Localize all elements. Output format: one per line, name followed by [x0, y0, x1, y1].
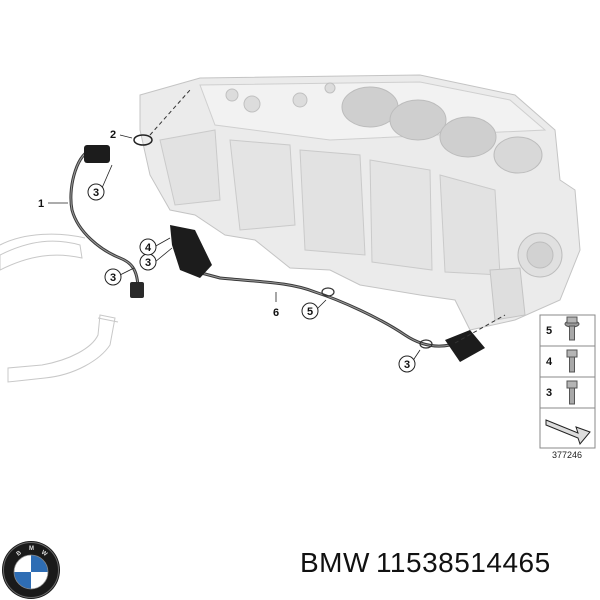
coolant-hoses [0, 233, 119, 383]
svg-text:3: 3 [145, 257, 151, 269]
bolt-icon [566, 380, 578, 405]
bolt-with-washer-icon [564, 316, 580, 341]
callout-lines [48, 134, 421, 363]
assembly-lines [149, 89, 506, 344]
svg-text:4: 4 [546, 356, 553, 368]
pipe-6 [170, 225, 485, 362]
direction-arrow-icon [545, 419, 591, 446]
bolt-icon [566, 349, 578, 373]
part-number: 11538514465 [375, 547, 551, 578]
svg-text:3: 3 [93, 187, 99, 199]
callout-6: 6 [273, 307, 279, 319]
callout-5: 5 [301, 302, 319, 320]
svg-text:1: 1 [38, 198, 44, 210]
diagram-number: 377246 [552, 450, 582, 460]
svg-text:3: 3 [404, 359, 410, 371]
bmw-roundel-logo-icon: B M W [2, 541, 60, 599]
legend-item-3: 3 [546, 380, 578, 405]
pipe-6-lower-connector [445, 330, 485, 362]
callout-3-lower: 3 [104, 268, 122, 286]
svg-text:2: 2 [110, 129, 116, 141]
callouts: 1 2 3 3 3 4 5 6 3 [38, 129, 416, 373]
svg-text:3: 3 [110, 272, 116, 284]
callout-3-middle: 3 [139, 253, 157, 271]
brand-name: BMW [300, 547, 370, 578]
svg-text:M: M [29, 546, 34, 552]
o-ring [133, 134, 153, 146]
legend-item-5: 5 [546, 316, 580, 341]
legend-item-4: 4 [546, 349, 578, 373]
svg-text:6: 6 [273, 307, 279, 319]
svg-text:5: 5 [307, 306, 313, 318]
fastener-legend: 5 4 3 377246 [539, 314, 596, 460]
callout-4: 4 [139, 238, 157, 256]
engine-block [139, 74, 581, 331]
svg-text:3: 3 [546, 387, 552, 399]
callout-3-upper: 3 [87, 183, 105, 201]
pipe-1 [69, 145, 144, 298]
pipe-1-upper-connector [84, 145, 110, 163]
svg-text:5: 5 [546, 325, 552, 337]
callout-1: 1 [38, 198, 44, 210]
svg-text:4: 4 [145, 242, 152, 254]
callout-3-right: 3 [398, 355, 416, 373]
svg-text:W: W [40, 550, 48, 558]
callout-2: 2 [110, 129, 116, 141]
pipe-1-lower-connector [130, 282, 144, 298]
pipe-6-upper-connector [170, 225, 212, 278]
svg-text:B: B [16, 550, 24, 558]
